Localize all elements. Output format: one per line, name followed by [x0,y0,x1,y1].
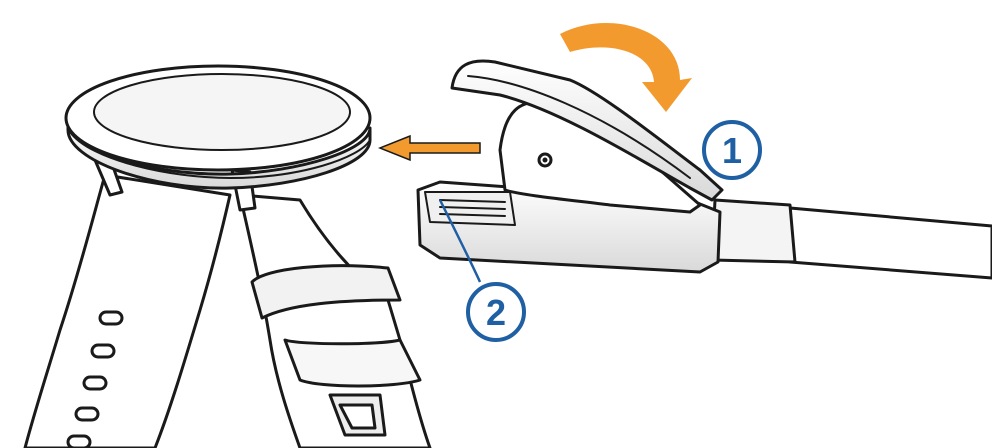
insert-arrow [380,136,480,160]
charging-clip [418,61,992,278]
charging-cable [790,208,992,278]
watch-face [94,74,350,150]
callout-1-number: 1 [722,130,742,171]
watch [25,66,430,448]
callout-1: 1 [704,122,760,178]
cable-strain-relief [712,200,795,262]
band-strap-end [285,340,420,386]
callout-2: 2 [468,284,524,340]
callout-2-number: 2 [486,292,506,333]
watch-band-front [25,175,230,448]
